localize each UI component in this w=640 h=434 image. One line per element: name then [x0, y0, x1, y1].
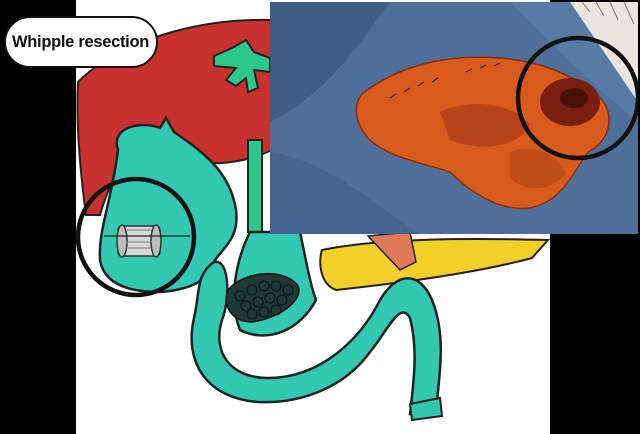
page-title: Whipple resection: [12, 33, 149, 52]
specimen-ampulla-inner: [560, 88, 588, 108]
specimen-photo: [270, 2, 638, 234]
title-label: Whipple resection: [4, 16, 158, 68]
bile-duct-lower: [248, 140, 262, 232]
